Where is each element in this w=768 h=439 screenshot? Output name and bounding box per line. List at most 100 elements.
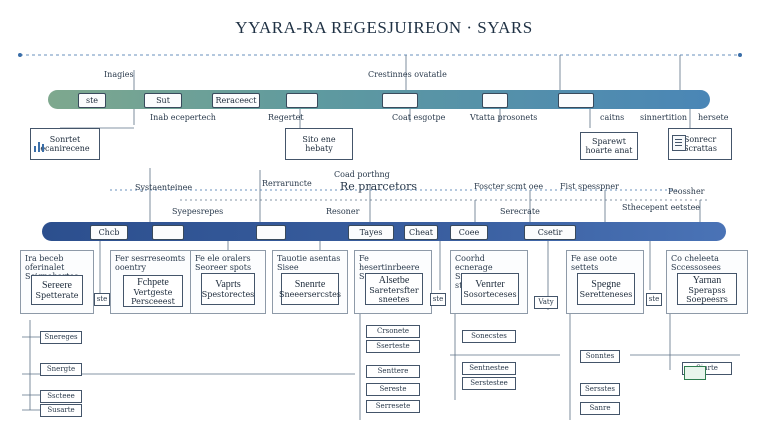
mid-pill-2[interactable] <box>152 225 184 240</box>
sub-label-2: Regertet <box>268 113 304 122</box>
column-card-sub: Sosorteceses <box>463 290 517 299</box>
column-header: Co cheleeta Sccessosees <box>671 254 721 272</box>
card-sub: hoarte anat <box>585 146 633 155</box>
column-card-title: Alsetbe <box>378 274 410 286</box>
mid-label-7: Fist spesspner <box>560 182 619 191</box>
card-title: Sparewt <box>592 137 626 146</box>
sub-label-6: sinnertition <box>640 113 688 122</box>
mid-label-10: Sthecepent eetstee <box>622 203 701 212</box>
mid-label-6: Foscter scmt oee <box>474 182 544 191</box>
column-card-title: Spegne <box>591 279 621 290</box>
document-icon <box>672 135 686 151</box>
top-pill-3[interactable]: Reraceect <box>212 93 260 108</box>
top-pill-5[interactable] <box>382 93 418 108</box>
list-item[interactable]: Serstestee <box>462 377 516 390</box>
column-3: Fe ele oralers Seoreer spots Vaprts Spes… <box>190 250 266 314</box>
list-item[interactable]: Sserteste <box>366 340 420 353</box>
list-item[interactable]: Snergte <box>40 363 82 376</box>
column-header: Fe ele oralers Seoreer spots <box>195 254 252 272</box>
column-card: Spegne Seretteneses <box>577 273 635 305</box>
mid-label-2: Rerraruncte <box>262 179 312 188</box>
mid-label-4: Coad porthng <box>334 170 390 179</box>
column-8: Co cheleeta Sccessosees Yarnan Sperapss … <box>666 250 748 314</box>
list-item[interactable]: Susarte <box>40 404 82 417</box>
list-item[interactable]: Sscteee <box>40 390 82 403</box>
mid-pill-6[interactable]: Coee <box>450 225 488 240</box>
column-card: Venrter Sosorteceses <box>461 273 519 305</box>
column-card: Yarnan Sperapss Soepeesrs <box>677 273 737 305</box>
column-card: Fchpete Vertgeste Persceeest <box>123 275 183 307</box>
mid-pill-4[interactable]: Tayes <box>348 225 394 240</box>
column-4: Tauotie asentas Sisee Snenrte Sneeerserc… <box>272 250 348 314</box>
sub-label-5: caitns <box>600 113 625 122</box>
top-center-label: Crestinnes ovatatle <box>368 70 447 79</box>
mid-center-label: Re prarcetors <box>340 180 418 193</box>
mid-pill-7[interactable]: Csetir <box>524 225 576 240</box>
column-card-sub: Vertgeste Persceeest <box>131 287 175 306</box>
mini-box-4[interactable]: ste <box>646 293 662 306</box>
sub-label-7: hersete <box>698 113 729 122</box>
card-title: Sito ene <box>302 135 336 144</box>
list-item[interactable]: Sentnestee <box>462 362 516 375</box>
list-item[interactable]: Snereges <box>40 331 82 344</box>
column-card-title: Vaprts <box>215 279 241 290</box>
list-item[interactable]: Senttere <box>366 365 420 378</box>
mid-label-9: Serecrate <box>500 207 540 216</box>
column-card-sub: Spestorectes <box>201 290 255 299</box>
column-5: Fe hesertinrbeere Serresee eeses Alsetbe… <box>354 250 432 314</box>
top-card-1: Sonrtet ecanirecene <box>30 128 100 160</box>
top-card-3: Sparewt hoarte anat <box>580 132 638 160</box>
mid-pill-1[interactable]: Chcb <box>90 225 128 240</box>
top-pill-2[interactable]: Sut <box>144 93 182 108</box>
mini-box-2[interactable]: ste <box>430 293 446 306</box>
list-item[interactable]: Crsonete <box>366 325 420 338</box>
mid-label-5: Resoner <box>326 207 360 216</box>
column-card-title: Venrter <box>475 279 505 290</box>
column-card: Snenrte Sneeersercstes <box>279 273 341 305</box>
column-6: Coorhd ecnerage Srerage stetcose Venrter… <box>450 250 528 314</box>
mid-pill-3[interactable] <box>256 225 286 240</box>
top-pill-7[interactable] <box>558 93 594 108</box>
card-sub: ecanirecene <box>40 144 90 153</box>
top-pill-4[interactable] <box>286 93 318 108</box>
column-card-sub: Sneeersercstes <box>279 290 341 299</box>
list-item[interactable]: Sonntes <box>580 350 620 363</box>
column-card-sub: Spetterate <box>35 291 79 300</box>
column-card-title: Yarnan <box>692 274 722 286</box>
column-header: Tauotie asentas Sisee <box>277 254 341 272</box>
chart-icon <box>34 140 48 152</box>
mini-box-3[interactable]: Vaty <box>534 296 558 309</box>
card-title: Sonrtet <box>49 135 81 144</box>
top-left-label: Inagies <box>104 70 134 79</box>
column-card: Sereere Spetterate <box>31 275 83 305</box>
sub-label-3: Coat esgotpe <box>392 113 446 122</box>
column-card-sub: Saretersfter sneetes <box>369 285 419 304</box>
list-item[interactable]: Sersstes <box>580 383 620 396</box>
list-item[interactable]: Sereste <box>366 383 420 396</box>
mid-label-3: Syepesrepes <box>172 207 224 216</box>
mini-box-1[interactable]: ste <box>94 293 110 306</box>
top-card-2: Sito ene hebaty <box>285 128 353 160</box>
top-pill-6[interactable] <box>482 93 508 108</box>
mid-pill-5[interactable]: Cheat <box>404 225 438 240</box>
column-card: Vaprts Spestorectes <box>201 273 255 305</box>
sub-label-1: Inab ecepertech <box>150 113 216 122</box>
mid-label-1: Systaenteinee <box>135 183 193 192</box>
column-card-sub: Sperapss Soepeesrs <box>686 285 728 304</box>
column-card-title: Fchpete <box>137 276 169 288</box>
column-1: Ira beceb oferinalet Scigpahartes Sereer… <box>20 250 94 314</box>
diagram-title: YYARA-RA REGESJUIREON · SYARS <box>235 18 533 37</box>
list-item[interactable]: Sanre <box>580 402 620 415</box>
card-sub: Scrattas <box>683 144 717 153</box>
list-item[interactable]: Sonecstes <box>462 330 516 343</box>
mid-label-8: Peossher <box>668 187 705 196</box>
list-item[interactable]: Serresete <box>366 400 420 413</box>
column-header: Fe ase oote settets <box>571 254 618 272</box>
column-header: Fer sesrreseomts ooentry <box>115 254 186 272</box>
sub-label-4: Vtatta prosonets <box>470 113 538 122</box>
column-card-title: Snenrte <box>294 279 326 290</box>
top-pill-1[interactable]: ste <box>78 93 106 108</box>
card-sub: hebaty <box>305 144 333 153</box>
column-2: Fer sesrreseomts ooentry Fchpete Vertges… <box>110 250 200 314</box>
